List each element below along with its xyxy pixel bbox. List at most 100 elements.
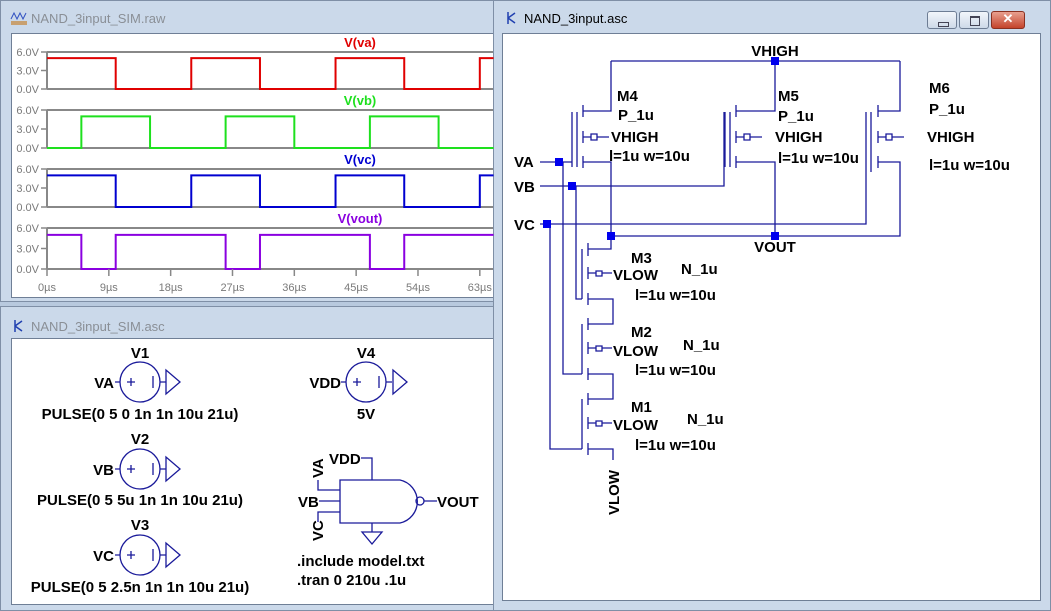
trace-label: V(va) <box>344 35 376 50</box>
svg-text:l=1u w=10u: l=1u w=10u <box>929 157 1010 174</box>
in-b-pin: VB <box>298 494 319 511</box>
y-tick-label: 0.0V <box>16 202 39 214</box>
svg-text:VLOW: VLOW <box>613 343 659 360</box>
window-title: NAND_3input.asc <box>524 11 628 26</box>
svg-text:VLOW: VLOW <box>613 267 659 284</box>
junction-dots <box>543 57 779 240</box>
svg-text:l=1u w=10u: l=1u w=10u <box>635 437 716 454</box>
source-v3: V3 VC PULSE(0 5 2.5n 1n 1n 10u 21u) <box>31 517 249 596</box>
sim-schematic-window[interactable]: NAND_3input_SIM.asc <box>0 306 498 611</box>
y-tick-label: 6.0V <box>16 105 39 117</box>
sim-schematic: V1 VA PULSE(0 5 0 1n 1n 10u 21u) V2 VB P… <box>31 345 479 596</box>
svg-text:l=1u w=10u: l=1u w=10u <box>635 362 716 379</box>
net-label-va: VA <box>514 154 534 171</box>
minimize-icon <box>938 22 949 27</box>
nmos-m3: M3N_1u VLOW l=1u w=10u <box>613 250 718 304</box>
out-pin: VOUT <box>437 494 479 511</box>
svg-text:M1: M1 <box>631 399 652 416</box>
spice-directive: .include model.txt <box>297 553 425 570</box>
waveform-chart: 0.0V3.0V6.0VV(va)0.0V3.0V6.0VV(vb)0.0V3.… <box>16 35 494 294</box>
svg-text:l=1u w=10u: l=1u w=10u <box>635 287 716 304</box>
x-tick-label: 9µs <box>100 282 118 294</box>
net-label-vb: VB <box>514 179 535 196</box>
ground-icon <box>341 368 408 396</box>
trace-label: V(vout) <box>338 211 383 226</box>
voltage-source-symbol <box>345 361 387 403</box>
ground-icon <box>115 455 181 483</box>
y-tick-label: 0.0V <box>16 143 39 155</box>
x-tick-label: 0µs <box>38 282 56 294</box>
svg-text:M3: M3 <box>631 250 652 267</box>
svg-text:VHIGH: VHIGH <box>775 129 823 146</box>
svg-text:P_1u: P_1u <box>929 101 965 118</box>
waveform-plot-area[interactable] <box>11 33 498 298</box>
trace-Vva <box>47 57 494 90</box>
svg-text:P_1u: P_1u <box>778 108 814 125</box>
source-ref: V1 <box>131 345 149 362</box>
source-v2: V2 VB PULSE(0 5 5u 1n 1n 10u 21u) <box>37 431 243 509</box>
source-value: 5V <box>357 406 375 423</box>
window-title: NAND_3input_SIM.raw <box>31 11 166 26</box>
net-label: VB <box>93 462 114 479</box>
y-tick-label: 3.0V <box>16 66 39 78</box>
net-label-vlow: VLOW <box>606 469 623 515</box>
trace-Vvout <box>47 233 494 270</box>
svg-text:VHIGH: VHIGH <box>927 129 975 146</box>
nand3-gate-symbol: VDD VA VB VC VOUT <box>298 451 479 546</box>
source-v1: V1 VA PULSE(0 5 0 1n 1n 10u 21u) <box>42 345 239 423</box>
y-tick-label: 6.0V <box>16 223 39 235</box>
close-icon: ✕ <box>1002 11 1014 26</box>
svg-text:M4: M4 <box>617 88 638 105</box>
wires <box>540 60 904 460</box>
trace-label: V(vb) <box>344 93 377 108</box>
minimize-button[interactable] <box>927 11 957 29</box>
y-tick-label: 6.0V <box>16 164 39 176</box>
source-ref: V3 <box>131 517 149 534</box>
source-ref: V2 <box>131 431 149 448</box>
close-button[interactable]: ✕ <box>991 11 1025 29</box>
in-a-pin: VA <box>310 458 327 478</box>
transistor-icon <box>14 320 23 332</box>
source-value: PULSE(0 5 2.5n 1n 1n 10u 21u) <box>31 579 249 596</box>
net-label: VC <box>93 548 114 565</box>
trace-Vvc <box>47 174 494 208</box>
ground-icon <box>115 541 181 569</box>
x-tick-label: 45µs <box>344 282 369 294</box>
schematic-canvas[interactable] <box>502 33 1041 601</box>
x-tick-label: 36µs <box>282 282 307 294</box>
source-ref: V4 <box>357 345 376 362</box>
voltage-source-symbol <box>119 448 161 490</box>
y-tick-label: 3.0V <box>16 183 39 195</box>
waveform-window[interactable]: NAND_3input_SIM.raw <box>0 0 498 302</box>
maximize-icon <box>970 16 980 26</box>
svg-text:M5: M5 <box>778 88 799 105</box>
schematic-window[interactable]: NAND_3input.asc ✕ <box>493 0 1051 611</box>
svg-text:l=1u w=10u: l=1u w=10u <box>609 148 690 165</box>
maximize-button[interactable] <box>959 11 989 29</box>
net-label: VA <box>94 375 114 392</box>
ground-icon <box>115 368 181 396</box>
svg-text:N_1u: N_1u <box>681 261 718 278</box>
svg-text:M2: M2 <box>631 324 652 341</box>
svg-text:N_1u: N_1u <box>687 411 724 428</box>
voltage-source-symbol <box>119 534 161 576</box>
trace-label: V(vc) <box>344 152 376 167</box>
svg-text:VHIGH: VHIGH <box>611 129 659 146</box>
svg-text:M6: M6 <box>929 80 950 97</box>
x-tick-label: 63µs <box>468 282 493 294</box>
net-label: VDD <box>309 375 341 392</box>
y-tick-label: 6.0V <box>16 47 39 59</box>
svg-text:l=1u w=10u: l=1u w=10u <box>778 150 859 167</box>
sim-schematic-canvas[interactable] <box>11 338 498 605</box>
y-tick-label: 3.0V <box>16 244 39 256</box>
trace-Vvb <box>47 115 494 149</box>
net-label-vc: VC <box>514 217 535 234</box>
spice-directive: .tran 0 210u .1u <box>297 572 406 589</box>
net-label-vout: VOUT <box>754 239 796 256</box>
